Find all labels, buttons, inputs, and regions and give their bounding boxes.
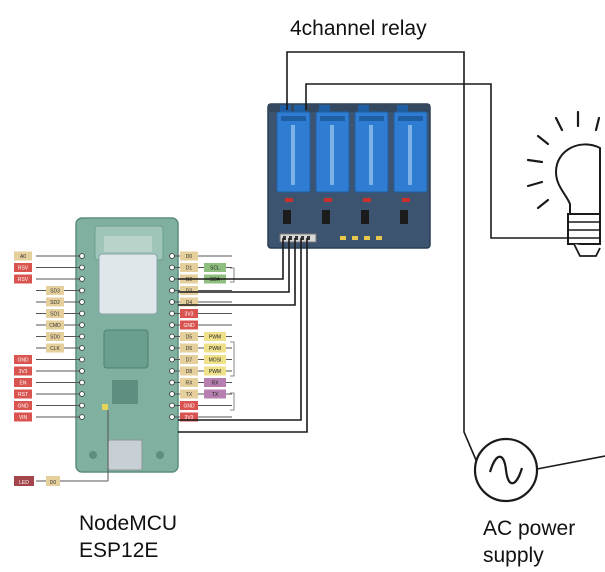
pin-function-label: PWM [209,369,221,375]
right-pin-label: 3V3 [185,415,194,421]
left-pin-label: VIN [19,415,28,421]
right-pin-label: D0 [186,254,193,260]
right-pin-label: D1 [186,266,193,272]
wire-d3 [178,238,296,306]
wires [178,51,605,470]
pin-function-tags: SCL SDA PWM PWM MOSI PWM RX TX [204,263,226,399]
pin-group-brackets [230,267,235,411]
pin-function-label: PWM [209,335,221,341]
left-pin: SD0 [36,332,85,341]
left-pin: SD1 [36,309,85,318]
relay-module-2 [315,111,350,193]
wire-vcc [178,238,308,433]
wire-d1 [178,238,284,280]
left-pin-label: A0 [20,254,26,260]
left-pin-label: EN [20,381,27,387]
left-pin: A0 [14,251,85,261]
right-pin-label: D2 [186,277,193,283]
relay-module-3 [354,111,389,193]
left-pin: SD2 [36,297,85,307]
pin-function-label: TX [212,392,219,398]
left-pin-label: RST [18,392,28,398]
left-pin-label: CMD [49,323,61,329]
left-pin-label: RSV [18,266,29,272]
left-pin-label: SD3 [50,289,60,295]
mcu-label-line1: NodeMCU [79,512,178,535]
right-pin: D4 [169,297,232,307]
right-pin-label: RX [186,381,194,387]
left-pin-label: SD2 [50,300,60,306]
left-pin-label: GND [17,404,29,410]
wire-d2 [178,238,290,293]
left-pin: RSV [14,263,85,272]
right-pin-label: TX [186,392,193,398]
right-pin: GND [169,401,232,410]
pin-function-label: SDA [210,277,221,283]
bottom-pin-tag: LED [19,480,29,486]
left-pin: GND [14,355,85,364]
right-pin-label: GND [183,323,195,329]
power-label-line2: supply [483,544,544,567]
pin-function-label: PWM [209,346,221,352]
pin-function-label: SCL [210,266,220,272]
left-pin-label: SD1 [50,312,60,318]
nodemcu-board [75,217,179,473]
left-pin: VIN [14,412,85,422]
right-pin-label: GND [183,404,195,410]
bottom-pin-callout: LED D0 [14,410,109,486]
right-pin-label: D8 [186,369,193,375]
left-pin: EN [14,378,85,387]
right-pin: D0 [169,251,232,261]
light-bulb-icon [526,110,601,257]
left-pin: CMD [36,320,85,330]
relay-board [267,103,431,249]
bottom-pin-name: D0 [50,480,57,486]
pin-function-label: MOSI [209,358,222,364]
left-pin-label: 3V3 [19,369,28,375]
left-pin: RST [14,389,85,399]
right-pin: 3V3 [169,309,232,318]
mcu-label-line2: ESP12E [79,539,159,562]
wire-relay-to-ac [286,51,477,461]
pin-function-label: RX [212,381,220,387]
left-pin: SD3 [36,286,85,295]
right-pin-label: 3V3 [185,312,194,318]
right-pin: 3V3 [169,412,232,422]
left-pin: RSV [14,274,85,284]
left-pin: GND [14,401,85,410]
relay-title: 4channel relay [290,17,427,40]
left-pin: 3V3 [14,366,85,376]
wire-relay-to-bulb [305,83,568,239]
right-pin: GND [169,320,232,330]
right-pin-label: D4 [186,300,193,306]
relay-module-4 [393,111,428,193]
right-pin-label: D5 [186,335,193,341]
wire-d4 [178,238,302,421]
relay-module-1 [276,111,311,193]
left-pin-label: SD0 [50,335,60,341]
left-pin-label: RSV [18,277,29,283]
right-pin-label: D7 [186,358,193,364]
right-pin-label: D6 [186,346,193,352]
left-pin-label: GND [17,358,29,364]
right-pin: D3 [169,286,232,295]
wire-ac-to-bulb [536,455,605,470]
power-label-line1: AC power [483,517,576,540]
ac-source-symbol [473,437,539,503]
left-pin: CLK [36,343,85,353]
left-pin-label: CLK [50,346,60,352]
